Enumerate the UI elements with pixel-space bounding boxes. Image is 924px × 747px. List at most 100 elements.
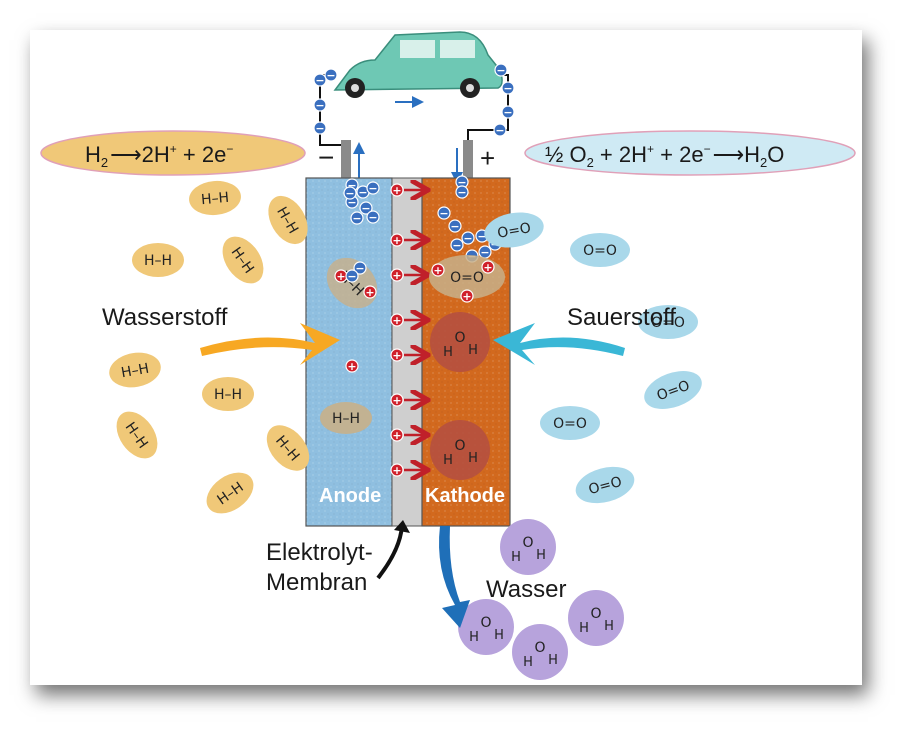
svg-text:O=O: O=O xyxy=(496,220,532,242)
svg-text:H–H: H–H xyxy=(214,387,242,403)
anode-label: Anode xyxy=(319,485,381,507)
hydrogen-molecule: H–H xyxy=(222,236,264,284)
wire-electron: − xyxy=(494,63,508,77)
svg-text:−: − xyxy=(361,202,370,215)
membrane-label-line1: Elektrolyt- xyxy=(266,539,373,566)
cathode-label: Kathode xyxy=(425,485,505,507)
membrane-pointer-arrow xyxy=(376,525,404,580)
svg-text:H: H xyxy=(469,630,479,645)
proton-icon: + xyxy=(390,463,404,477)
wire-electron: − xyxy=(501,81,515,95)
svg-text:O: O xyxy=(522,535,533,551)
anode-equation-bubble xyxy=(40,130,306,176)
proton-icon: + xyxy=(460,289,474,303)
oxygen-molecule: O=O xyxy=(570,233,630,267)
svg-text:+: + xyxy=(392,464,401,477)
proton-icon: + xyxy=(481,260,495,274)
proton-icon: + xyxy=(390,183,404,197)
proton-icon: + xyxy=(390,313,404,327)
proton-icon: + xyxy=(345,359,359,373)
wire-electron: − xyxy=(313,121,327,135)
car-icon xyxy=(333,31,503,98)
proton-icon: + xyxy=(334,269,348,283)
svg-text:−: − xyxy=(368,182,377,195)
molecule-blobs: −−−−−−−−−−−−−−−−−−H–HH–HH–HH–HH–HH–HH–HH… xyxy=(109,175,702,680)
svg-text:H: H xyxy=(443,453,453,468)
hydrogen-molecule: H–H xyxy=(202,377,254,411)
electron-icon: − xyxy=(343,186,357,200)
svg-text:O=O: O=O xyxy=(450,270,484,286)
svg-text:−: − xyxy=(503,106,512,119)
membrane-label-line2: Membran xyxy=(266,569,367,596)
hydrogen-molecule: H–H xyxy=(109,352,161,388)
svg-text:−: − xyxy=(352,212,361,225)
wire-electrons: −−−−−−−− xyxy=(313,63,515,137)
svg-text:−: − xyxy=(463,232,472,245)
svg-text:−: − xyxy=(347,270,356,283)
svg-text:H–H: H–H xyxy=(200,190,229,208)
svg-text:+: + xyxy=(392,314,401,327)
svg-text:H–H: H–H xyxy=(144,253,172,269)
svg-text:H–H: H–H xyxy=(332,411,360,427)
svg-text:−: − xyxy=(355,262,364,275)
oxygen-molecule: O=O xyxy=(540,406,600,440)
svg-text:−: − xyxy=(480,246,489,259)
oxygen-inflow-arrow xyxy=(493,323,625,365)
electron-icon: − xyxy=(461,231,475,245)
hydrogen-inflow-arrow xyxy=(200,323,340,365)
svg-text:H: H xyxy=(579,621,589,636)
electron-icon: − xyxy=(450,238,464,252)
svg-text:+: + xyxy=(392,349,401,362)
svg-text:−: − xyxy=(495,124,504,137)
svg-text:−: − xyxy=(368,211,377,224)
wire-electron: − xyxy=(313,98,327,112)
proton-icon: + xyxy=(390,393,404,407)
svg-text:−: − xyxy=(315,99,324,112)
wire-electron: − xyxy=(493,123,507,137)
svg-text:O: O xyxy=(454,330,465,346)
proton-icon: + xyxy=(390,428,404,442)
water-label: Wasser xyxy=(486,576,566,603)
electron-icon: − xyxy=(366,210,380,224)
oxygen-molecule: O=O xyxy=(638,305,698,339)
hydrogen-molecule: H–H xyxy=(320,402,372,434)
oxygen-molecule: O=O xyxy=(644,371,702,409)
electron-icon: − xyxy=(359,201,373,215)
svg-text:H: H xyxy=(443,345,453,360)
svg-text:−: − xyxy=(347,196,356,209)
plus-terminal-sign: + xyxy=(480,143,495,173)
hydrogen-molecule: H–H xyxy=(132,243,184,277)
svg-text:−: − xyxy=(347,179,356,192)
svg-text:−: − xyxy=(450,220,459,233)
svg-text:H: H xyxy=(511,550,521,565)
water-outflow-arrow xyxy=(439,526,470,628)
electron-icon: − xyxy=(448,219,462,233)
svg-text:O: O xyxy=(480,615,491,631)
proton-icon: + xyxy=(363,285,377,299)
svg-text:−: − xyxy=(457,186,466,199)
svg-text:+: + xyxy=(392,234,401,247)
hydrogen-molecule: H–H xyxy=(116,411,158,459)
anode-terminal xyxy=(341,140,351,178)
svg-text:H: H xyxy=(604,619,614,634)
svg-text:O: O xyxy=(590,606,601,622)
proton-icon: + xyxy=(390,348,404,362)
hydrogen-label: Wasserstoff xyxy=(102,304,228,331)
svg-text:+: + xyxy=(392,429,401,442)
electron-icon: − xyxy=(345,269,359,283)
proton-icon: + xyxy=(390,268,404,282)
svg-text:+: + xyxy=(392,394,401,407)
proton-arrows: + + + + + + + + xyxy=(390,183,423,477)
svg-text:−: − xyxy=(439,207,448,220)
svg-text:O=O: O=O xyxy=(583,243,617,259)
electron-icon: − xyxy=(455,185,469,199)
anode-equation: H2⟶2H+ + 2e− xyxy=(85,142,233,170)
wire-electron: − xyxy=(501,105,515,119)
svg-text:+: + xyxy=(433,264,442,277)
fuel-cell-diagram: −−−−−−−− − + H2⟶2H+ + 2e− ½ O2 + 2H+ + 2… xyxy=(40,31,856,680)
svg-text:+: + xyxy=(483,261,492,274)
